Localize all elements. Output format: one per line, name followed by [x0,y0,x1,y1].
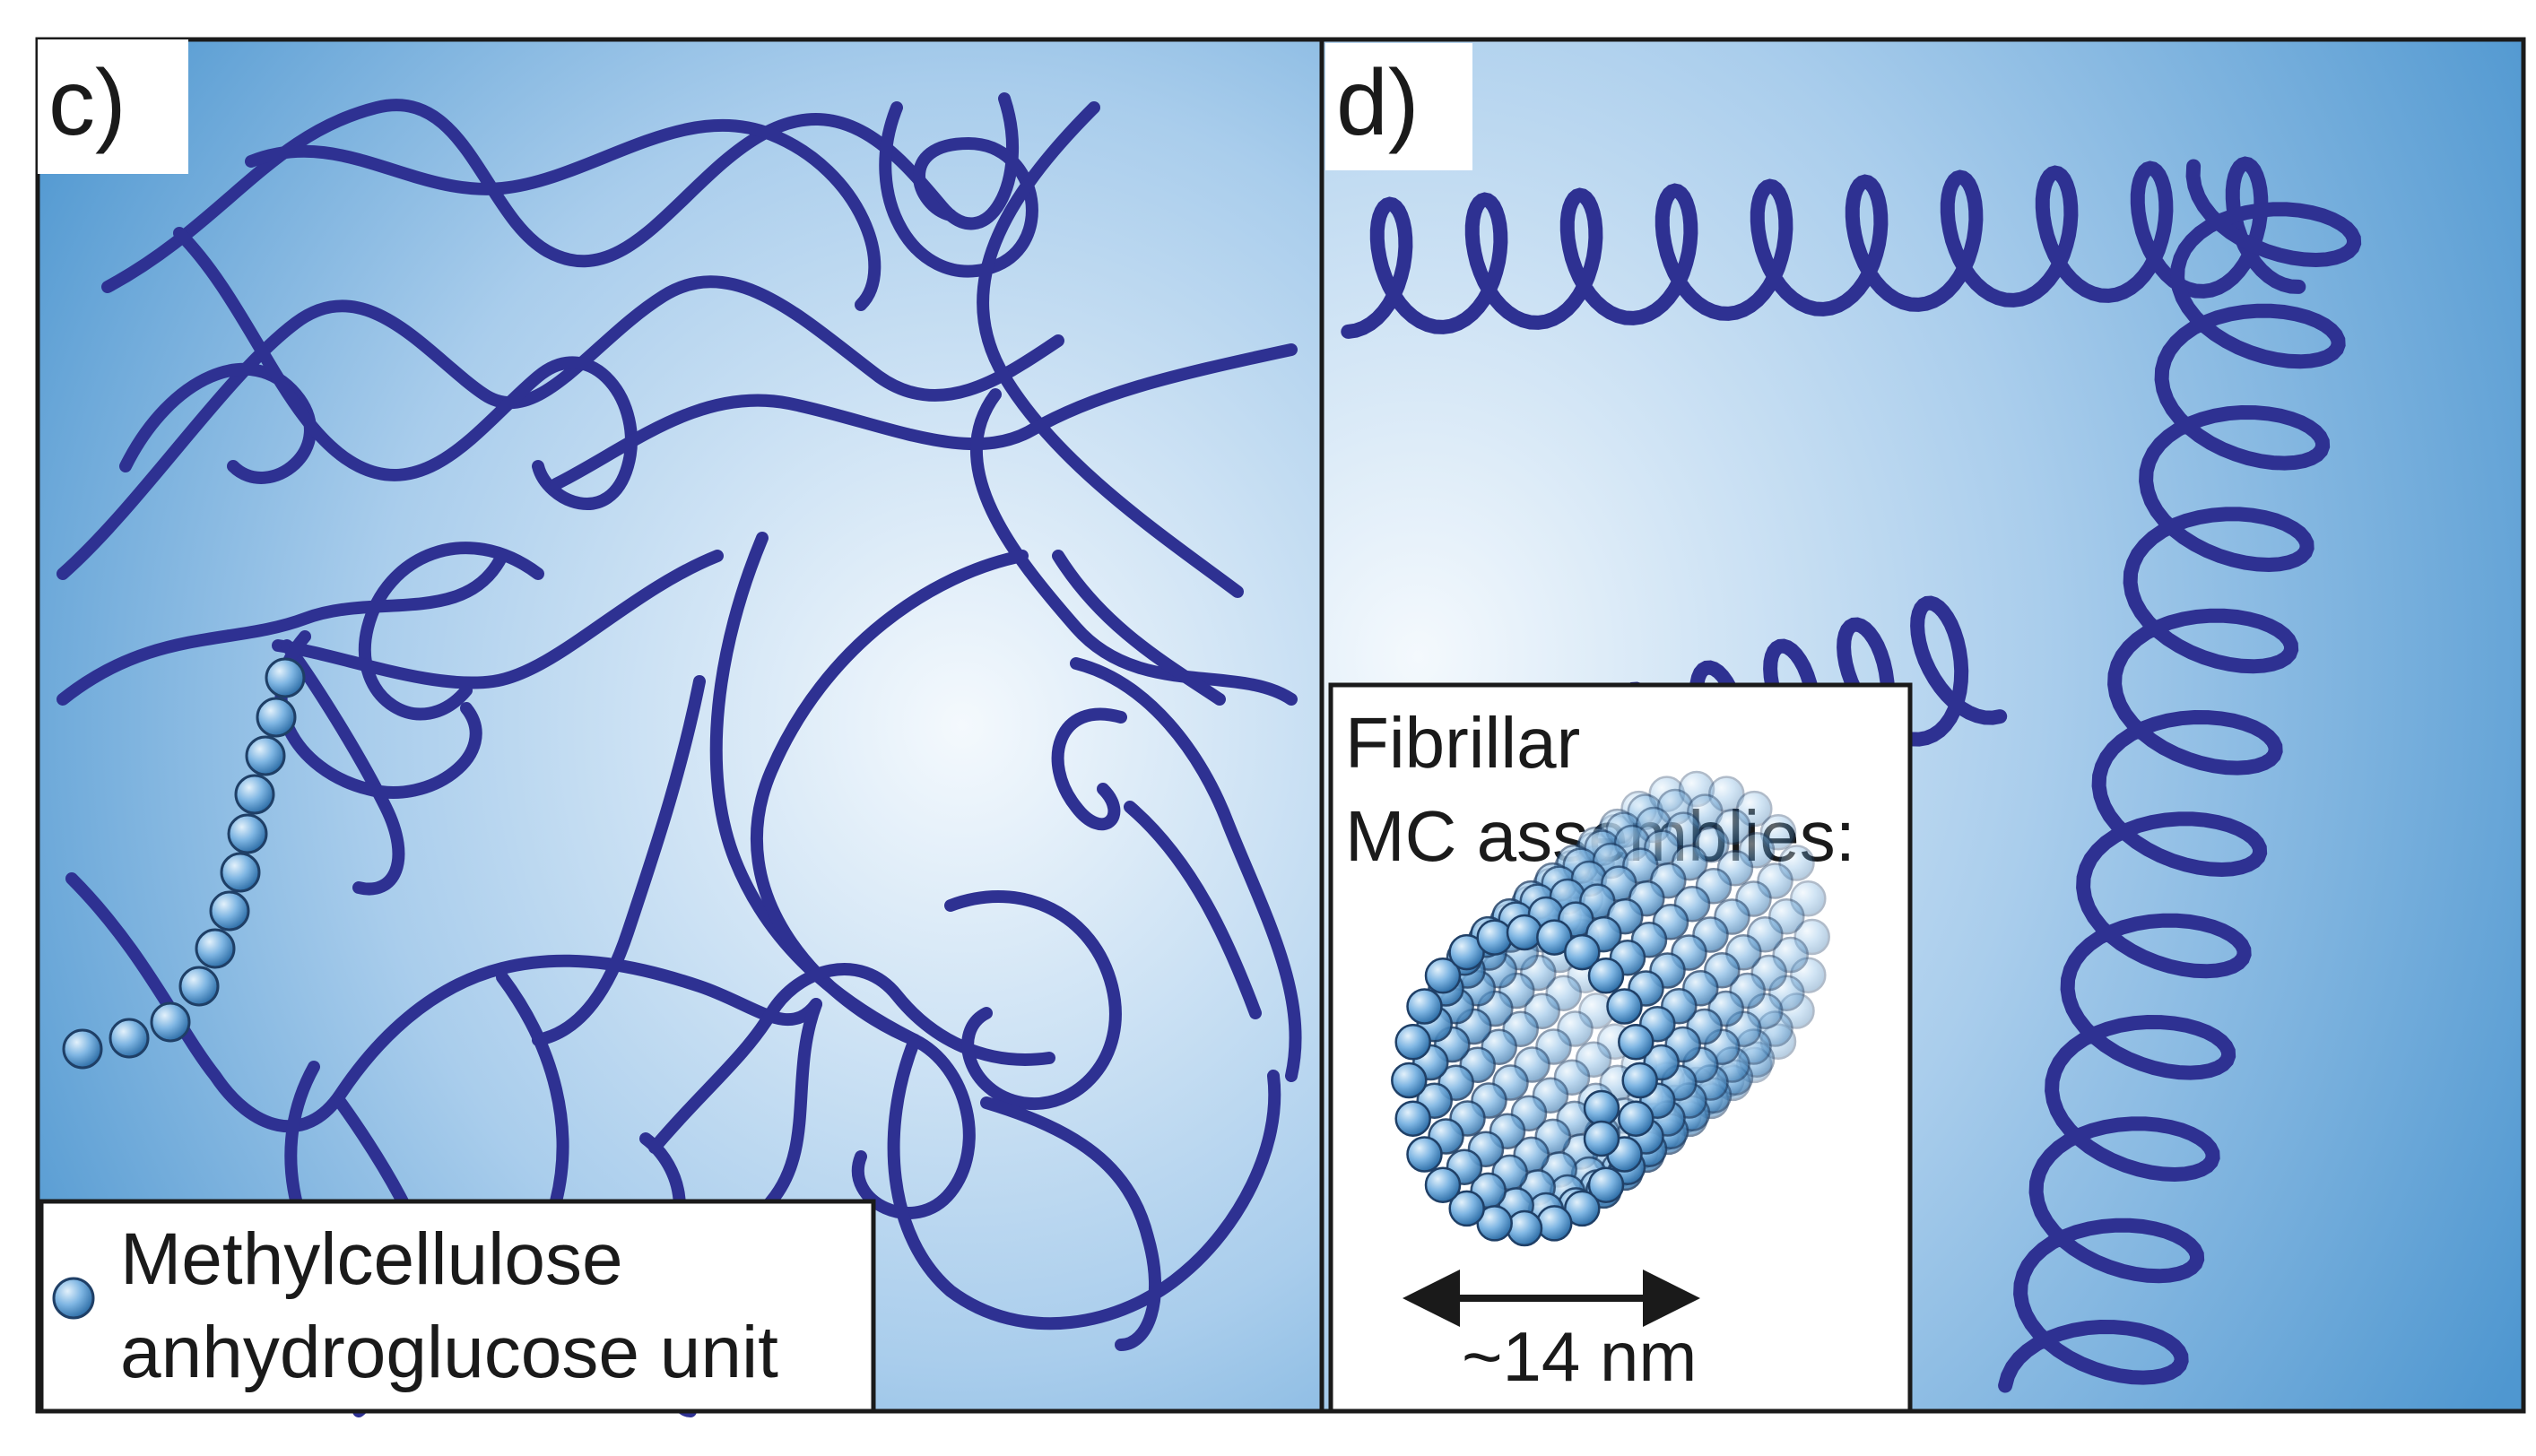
cylinder-bead [1394,1100,1431,1137]
cylinder-bead [1448,933,1485,971]
cylinder-bead [1583,1089,1620,1127]
chain-11 [56,550,508,706]
chain-27 [980,1096,1161,1351]
cylinder-bead [1394,1024,1431,1061]
legend-bead-icon [52,1277,95,1320]
random-coil-chains [56,92,1302,1417]
bead [195,928,236,969]
cylinder-bead [1424,1166,1462,1203]
chain-19 [65,872,822,1133]
panel-c [35,37,1324,1417]
cylinder-bead [1506,1209,1543,1247]
panel-c-label: c) [48,51,126,155]
scale-label: ~14 nm [1462,1317,1697,1396]
bead [265,657,306,698]
bead [150,1001,191,1043]
cylinder-bead [1587,958,1625,994]
legend-line-2: anhydroglucose unit [120,1312,778,1393]
chain-12 [272,550,724,689]
chain-9 [969,388,1298,706]
chain-25 [944,890,1122,1111]
bead-chain [62,657,306,1070]
cylinder-bead [1448,1190,1485,1227]
cylinder-bead [1406,1136,1443,1173]
chain-7 [977,101,1244,598]
bead [227,813,268,854]
legend-box: Methylcellulose anhydroglucose unit [39,1199,876,1414]
panel-d-label: d) [1336,51,1419,155]
bead [62,1028,103,1070]
cylinder-bead [1583,1120,1620,1157]
bead [109,1018,150,1059]
bead [209,890,250,932]
cylinder-bead [1618,1024,1654,1061]
cylinder-bead [1506,914,1543,951]
cylinder-bead [1424,958,1462,994]
bead [220,852,261,893]
chain-5 [245,118,882,311]
chain-16 [1070,657,1302,1082]
chain-6 [879,101,1038,278]
inset-title-line-1: Fibrillar [1345,703,1580,783]
helix-right [1998,159,2362,1393]
chain-29 [1052,550,1226,706]
chain-26 [887,1034,1281,1330]
chain-8 [550,343,1298,490]
cylinder-bead [1476,1205,1513,1242]
cylinder-bead [1406,988,1443,1025]
cylinder-bead [1536,1205,1573,1242]
panel-c-label-box: c) [38,39,188,174]
legend-line-1: Methylcellulose [120,1218,623,1300]
bead [178,966,220,1007]
chain-15 [750,550,1029,1046]
cylinder-bead [1536,919,1573,956]
helix-top [1341,156,2306,339]
bead [234,774,275,815]
cylinder-bead [1476,919,1513,956]
cylinder-bead [1621,1062,1658,1099]
cylinder-bead [1606,988,1643,1025]
chain-4 [173,227,638,510]
cylinder-bead [1564,1190,1601,1227]
cylinder-bead [1618,1100,1654,1137]
bead [256,697,297,738]
chain-13 [281,639,405,896]
cylinder-bead [1587,1166,1625,1203]
chain-17 [1051,707,1127,831]
panel-d-label-box: d) [1325,43,1472,170]
chain-10 [358,542,544,721]
chain-28 [532,675,706,1046]
fibril-cylinder-illustration [1391,770,1830,1247]
chain-30 [1124,801,1262,1019]
inset-box: Fibrillar MC assemblies: ~14 nm [1328,682,1913,1414]
cylinder-bead [1391,1062,1428,1099]
cylinder-bead [1564,933,1601,971]
bead [245,735,286,776]
